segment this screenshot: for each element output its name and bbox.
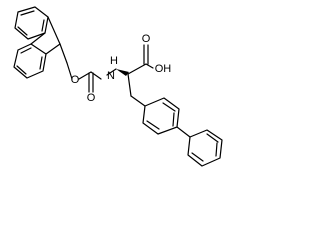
amino-acid-backbone: [116, 44, 154, 107]
fmoc-linker: [59, 43, 117, 93]
fluorene-lower-ring: [13, 43, 47, 79]
biphenyl-first-ring: [142, 97, 180, 135]
amide-hydrogen-label: H: [110, 55, 118, 67]
biphenyl-second-ring: [187, 129, 223, 167]
fluorene-five-ring: [30, 16, 61, 55]
carbamate-carbonyl-oxygen-label: O: [87, 92, 96, 104]
biphenyl-link-bond: [176, 126, 191, 138]
amide-nitrogen-label: N: [107, 70, 115, 82]
acid-carbonyl-oxygen-label: O: [142, 33, 151, 45]
hydroxyl-label: OH: [155, 63, 172, 75]
structure-canvas: O O H N O OH: [13, 6, 223, 167]
stereo-wedge-bond: [116, 69, 129, 76]
chemical-structure: O O H N O OH: [13, 6, 223, 167]
ether-oxygen-label: O: [71, 74, 80, 86]
